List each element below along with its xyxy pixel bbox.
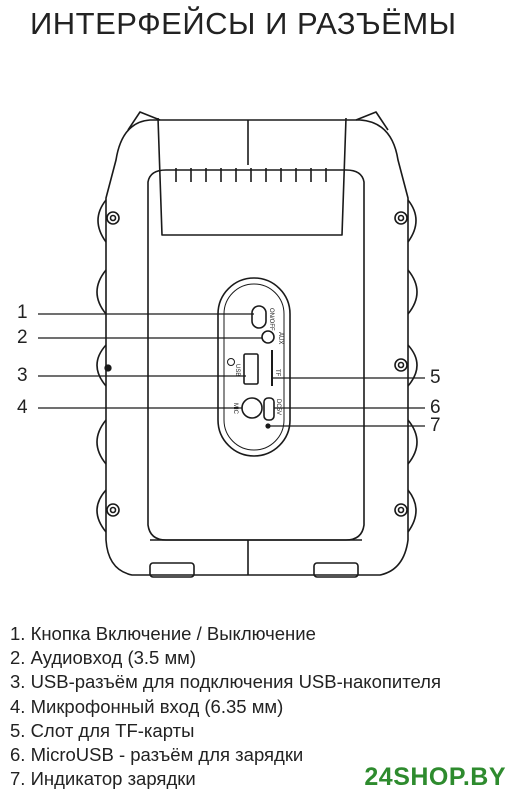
panel-label-aux: AUX [277, 332, 283, 344]
callout-6: 6 [430, 397, 441, 418]
power-button [251, 305, 267, 329]
panel-label-onoff: ON/OFF [268, 308, 274, 331]
panel-label-tf: TF [274, 369, 280, 377]
inner-panel [147, 169, 365, 541]
foot-right [313, 562, 359, 578]
aux-jack [261, 330, 275, 344]
brand-watermark: 24SHOP.BY [364, 763, 506, 791]
legend-item: 2. Аудиовход (3.5 мм) [10, 647, 197, 669]
legend-item: 3. USB-разъём для подключения USB-накопи… [10, 671, 441, 693]
legend-item: 4. Микрофонный вход (6.35 мм) [10, 695, 284, 717]
callout-4: 4 [17, 397, 28, 418]
control-panel [217, 277, 291, 457]
left-bumpers [96, 199, 120, 533]
callout-7: 7 [430, 415, 441, 436]
page-title: ИНТЕРФЕЙСЫ И РАЗЪЁМЫ [30, 6, 457, 41]
foot-left [149, 562, 195, 578]
legend-item: 6. MicroUSB - разъём для зарядки [10, 744, 304, 766]
speaker-rear-diagram: ON/OFF AUX USB TF MIC DC5V [38, 111, 425, 578]
handle-outline [157, 117, 347, 236]
legend-item: 5. Слот для TF-карты [10, 719, 195, 741]
callout-5: 5 [430, 367, 441, 388]
callout-3: 3 [17, 365, 28, 386]
callout-1: 1 [17, 302, 28, 323]
usb-port [243, 353, 259, 385]
legend-item: 1. Кнопка Включение / Выключение [10, 623, 316, 644]
microusb-port [263, 397, 275, 421]
legend-list: 1. Кнопка Включение / Выключение 2. Ауди… [10, 622, 441, 791]
callout-2: 2 [17, 327, 28, 348]
panel-label-usb: USB [234, 364, 240, 376]
right-bumpers [394, 199, 418, 533]
speaker-body-outline [105, 119, 409, 576]
mic-jack [241, 397, 263, 419]
legend-item: 7. Индикатор зарядки [10, 768, 196, 790]
panel-label-dc5v: DC5V [275, 399, 281, 415]
panel-label-mic: MIC [232, 403, 238, 415]
